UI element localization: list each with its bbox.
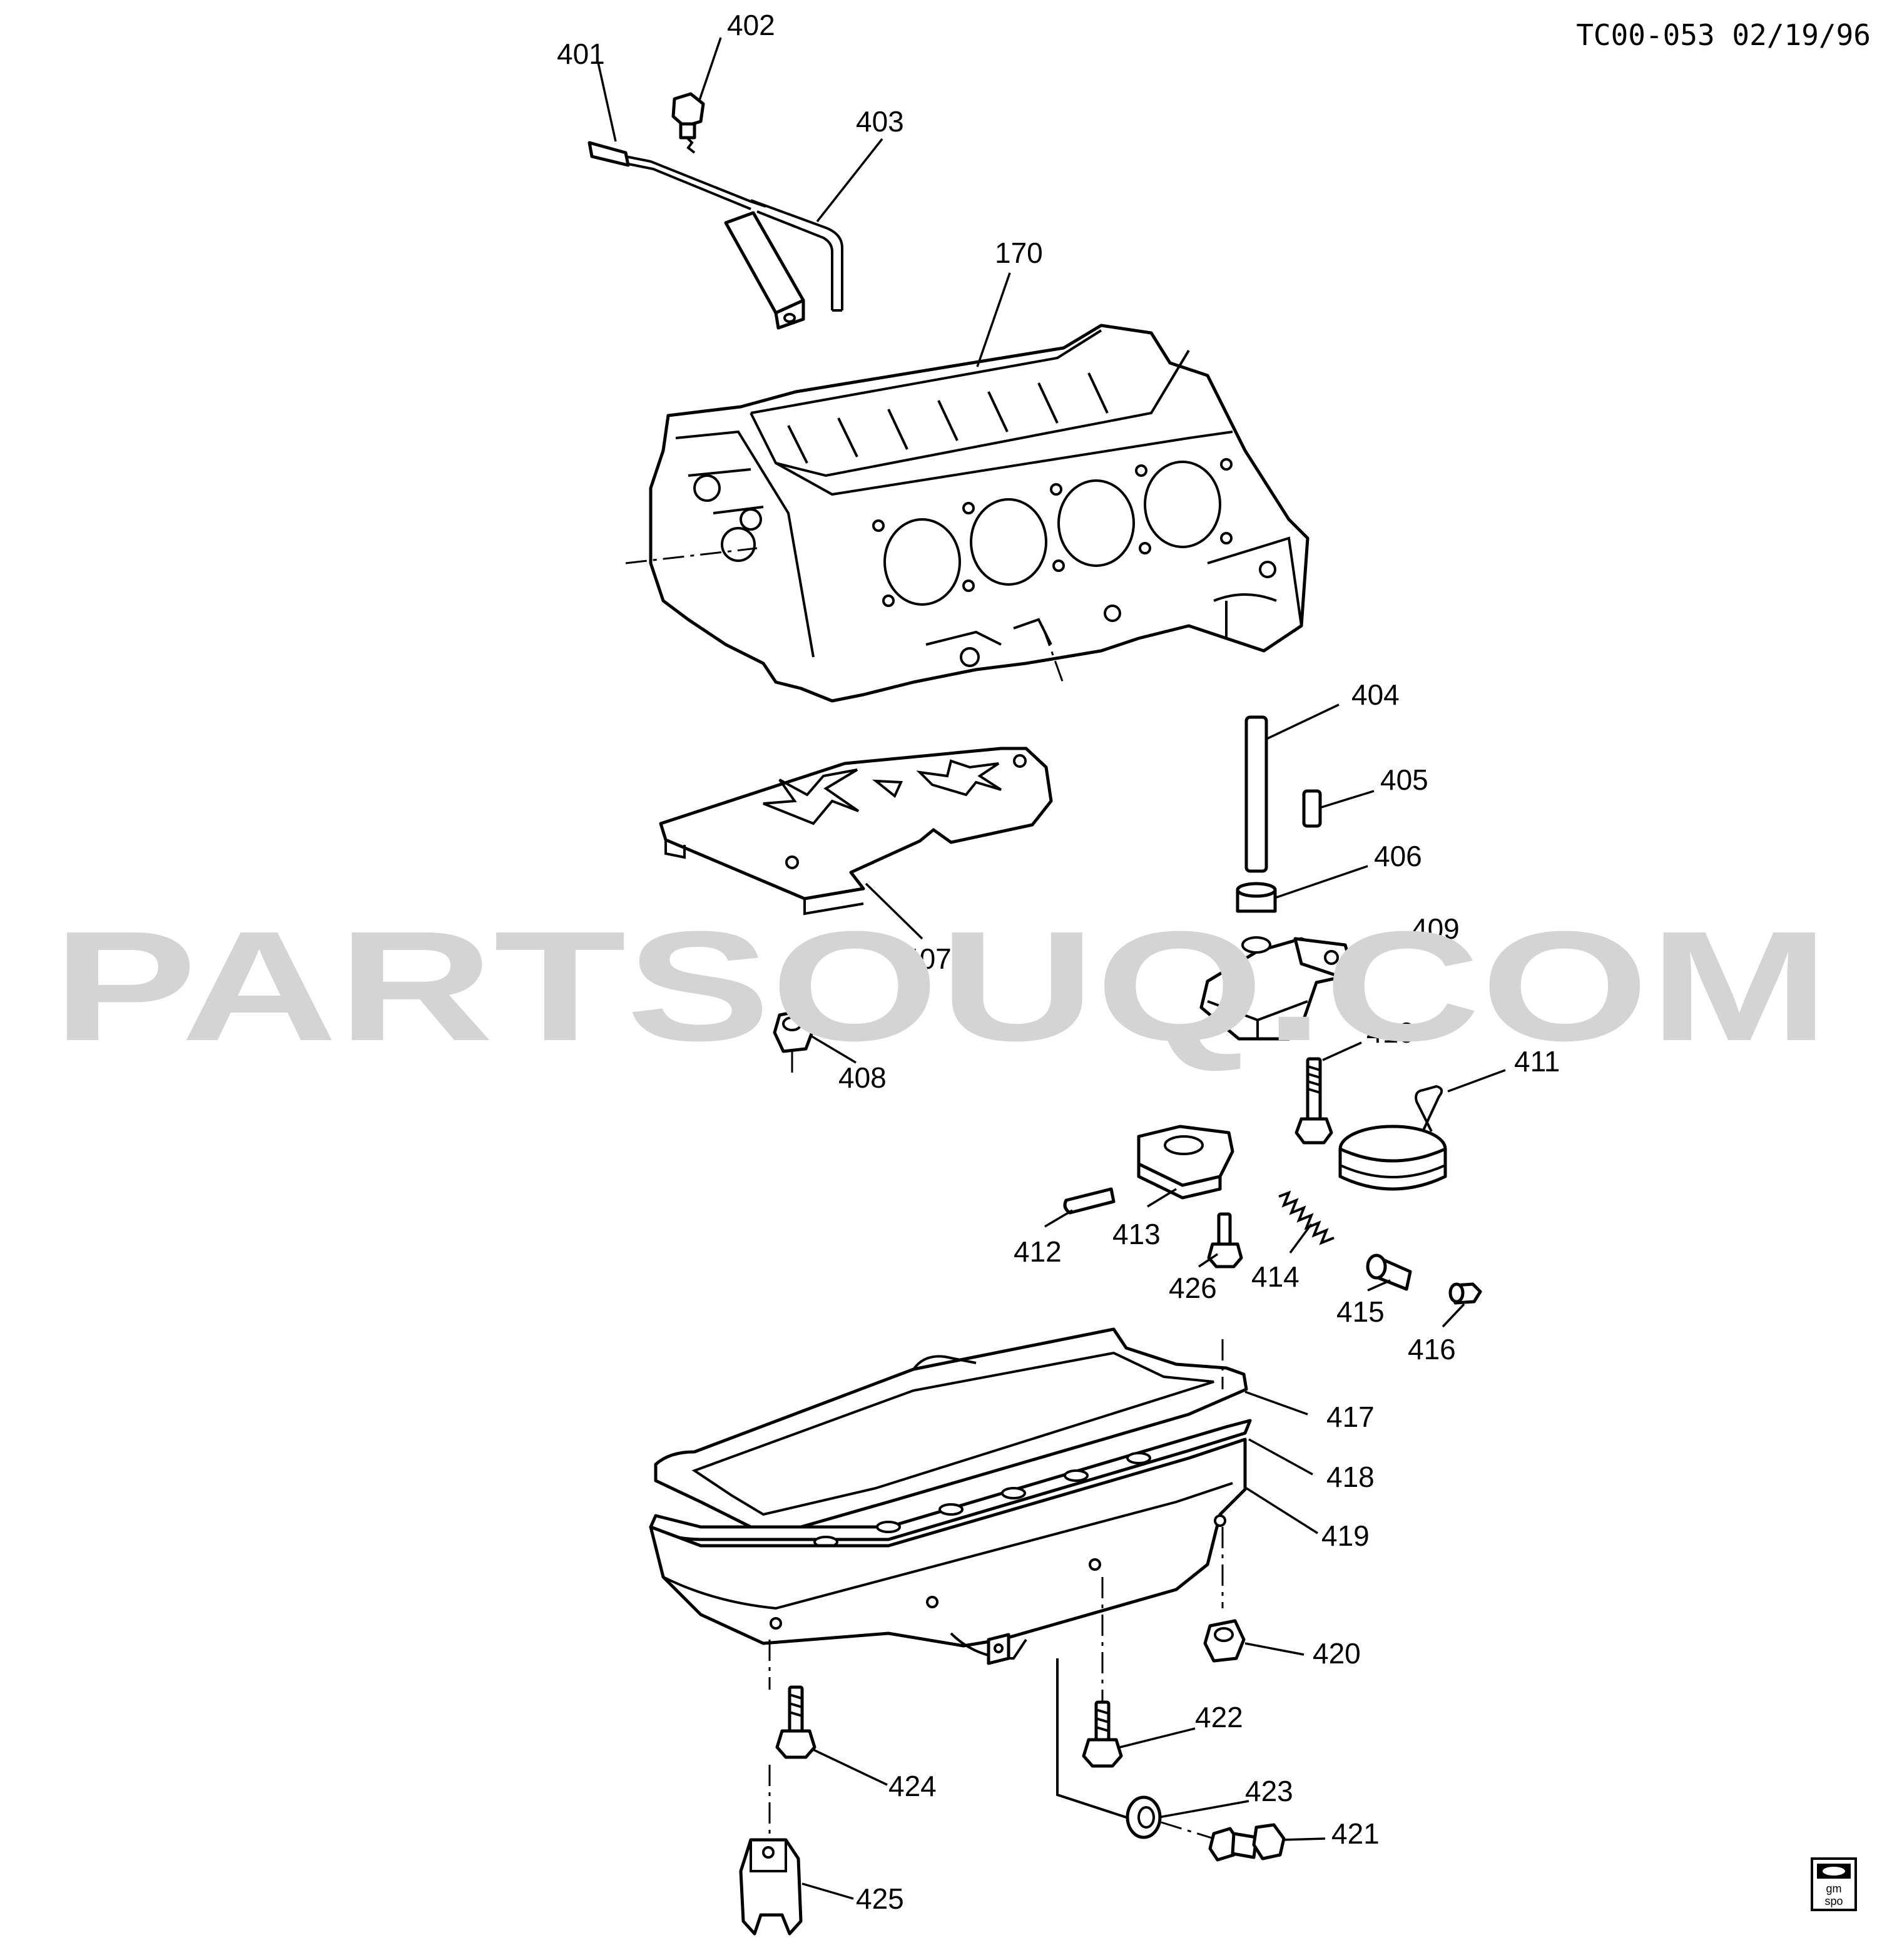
callout-404: 404	[1351, 678, 1400, 711]
pan-bolt-part	[1082, 1700, 1123, 1768]
logo-line1: gm	[1826, 1882, 1841, 1895]
pickup-screen-part	[1338, 1085, 1447, 1191]
callout-408: 408	[838, 1061, 887, 1094]
dipstick-part	[587, 141, 766, 210]
gm-spo-logo: gm spo	[1811, 1857, 1857, 1911]
engine-block-part	[625, 324, 1310, 703]
dowel-part	[1302, 789, 1322, 828]
callout-421: 421	[1331, 1817, 1380, 1850]
retainer-part	[1236, 882, 1277, 913]
callout-425: 425	[856, 1882, 904, 1915]
stud-bolt-part	[768, 1685, 816, 1840]
reinforcement-clip-part	[739, 1838, 803, 1936]
relief-valve-part	[1366, 1253, 1412, 1291]
callout-426: 426	[1169, 1272, 1217, 1304]
callout-412: 412	[1014, 1235, 1062, 1268]
callout-413: 413	[1112, 1218, 1161, 1250]
drain-plug-part	[1161, 1821, 1286, 1862]
callout-415: 415	[1336, 1295, 1385, 1328]
callout-406: 406	[1374, 840, 1422, 872]
pan-nut-part	[1203, 1619, 1246, 1663]
logo-line2: spo	[1824, 1895, 1843, 1907]
oil-pump-part	[1199, 936, 1353, 1041]
callout-420: 420	[1313, 1637, 1361, 1670]
callout-labels: 401 402 403 170 404 405 406 407 408 409 …	[557, 9, 1560, 1915]
leader-lines	[597, 37, 1506, 1900]
callout-403: 403	[856, 105, 904, 138]
callout-423: 423	[1245, 1775, 1293, 1807]
callout-419: 419	[1321, 1519, 1370, 1552]
drive-shaft-part	[1244, 715, 1268, 873]
callout-418: 418	[1326, 1461, 1375, 1493]
callout-170: 170	[995, 237, 1043, 269]
upper-gasket-part	[654, 1327, 1248, 1529]
pump-bolt-part	[1295, 1057, 1333, 1145]
diagram-reference-code: TC00-053 02/19/96	[1576, 18, 1871, 52]
deflector-nut-part	[773, 989, 815, 1076]
callout-424: 424	[888, 1770, 937, 1802]
dipstick-bolt-part	[671, 92, 705, 154]
callout-402: 402	[727, 9, 775, 41]
watermark: PARTSOUQ.COM	[53, 899, 1829, 1073]
callout-414: 414	[1251, 1260, 1300, 1293]
pin-part	[1063, 1187, 1116, 1215]
plug-part	[1448, 1282, 1482, 1305]
pump-cover-part	[1137, 1125, 1234, 1200]
callout-411: 411	[1514, 1045, 1560, 1078]
oil-pan-part	[649, 1339, 1247, 1702]
callout-407: 407	[903, 942, 952, 975]
callout-416: 416	[1408, 1333, 1456, 1365]
callout-401: 401	[557, 38, 605, 70]
deflector-plate-part	[659, 747, 1053, 916]
callout-422: 422	[1195, 1701, 1243, 1733]
callout-410: 410	[1366, 1016, 1415, 1049]
cover-bolt-part	[1207, 1212, 1243, 1268]
callout-417: 417	[1326, 1401, 1375, 1433]
relief-spring-part	[1278, 1190, 1335, 1245]
callout-409: 409	[1412, 912, 1460, 945]
dipstick-tube-part	[724, 199, 843, 330]
callout-405: 405	[1380, 763, 1428, 796]
